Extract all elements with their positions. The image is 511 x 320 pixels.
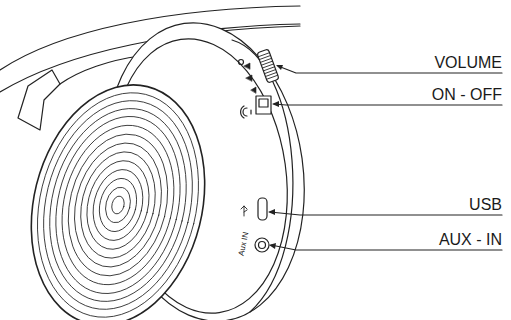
aux-jack-hole — [259, 242, 266, 249]
power-switch-knob — [259, 99, 268, 107]
power-switch — [256, 96, 271, 114]
leader-line — [270, 212, 502, 215]
volume-wheel — [257, 49, 279, 83]
control-icon — [239, 60, 244, 65]
cup-edge — [232, 40, 293, 312]
bluetooth-icon — [241, 106, 251, 118]
aux-jack — [255, 238, 269, 252]
leader-line — [274, 104, 502, 105]
control-icons — [244, 63, 256, 93]
part-label: ON - OFF — [432, 87, 502, 103]
part-label: USB — [469, 197, 502, 213]
part-label: AUX - IN — [439, 232, 502, 248]
ear-cushion — [7, 66, 229, 320]
part-label: VOLUME — [434, 55, 502, 71]
usb-icon — [241, 206, 247, 216]
leader-arrows — [268, 65, 283, 249]
hinge — [18, 70, 60, 130]
usb-port — [258, 198, 267, 220]
